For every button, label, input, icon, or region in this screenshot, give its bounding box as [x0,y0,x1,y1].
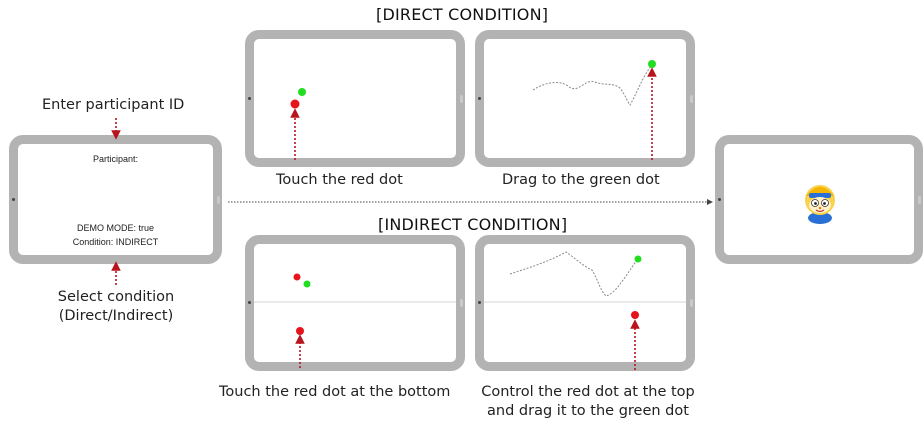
tablet-home-button [690,94,693,103]
tablet-home-button [217,195,220,204]
select-condition-label: Select condition (Direct/Indirect) [40,288,192,326]
select-condition-line2: (Direct/Indirect) [58,308,174,324]
tablet-camera [718,197,721,201]
enter-id-label: Enter participant ID [42,97,185,113]
direct-touch-label: Touch the red dot [276,172,403,188]
red-dot [290,99,300,109]
tablet-camera [478,301,481,304]
indirect-control-label: Control the red dot at the top and drag … [472,383,704,421]
indirect-control-line1: Control the red dot at the top [481,384,695,400]
demo-mode-text: DEMO MODE: true [76,223,154,233]
participant-field-label: Participant: [92,154,139,164]
select-condition-line1: Select condition [57,289,175,305]
drag-trace [532,65,652,106]
green-dot [648,60,656,68]
green-dot [634,255,642,263]
red-dot [293,273,301,281]
green-dot [303,280,311,288]
direct-touch-tablet [245,30,465,167]
direct-drag-tablet [475,30,695,167]
tablet-home-button [460,94,463,103]
drag-trace [509,251,638,297]
indirect-condition-header: [INDIRECT CONDITION] [378,215,568,234]
direct-condition-header: [DIRECT CONDITION] [376,5,549,24]
tablet-camera [478,96,481,100]
tablet-home-button [690,299,693,307]
red-dot [296,327,304,335]
tablet-camera [12,197,15,201]
condition-text: Condition: INDIRECT [72,237,159,247]
tablet-camera [248,96,251,100]
direct-drag-label: Drag to the green dot [502,172,660,188]
indirect-touch-tablet [245,235,465,371]
tablet-camera [248,301,251,304]
mascot-character-icon [805,185,835,224]
indirect-drag-tablet [475,235,695,371]
tablet-home-button [460,299,463,307]
green-dot [298,88,306,96]
red-dot [631,311,639,319]
indirect-touch-label: Touch the red dot at the bottom [219,384,451,400]
tablet-home-button [918,195,921,204]
indirect-control-line2: and drag it to the green dot [487,403,689,419]
